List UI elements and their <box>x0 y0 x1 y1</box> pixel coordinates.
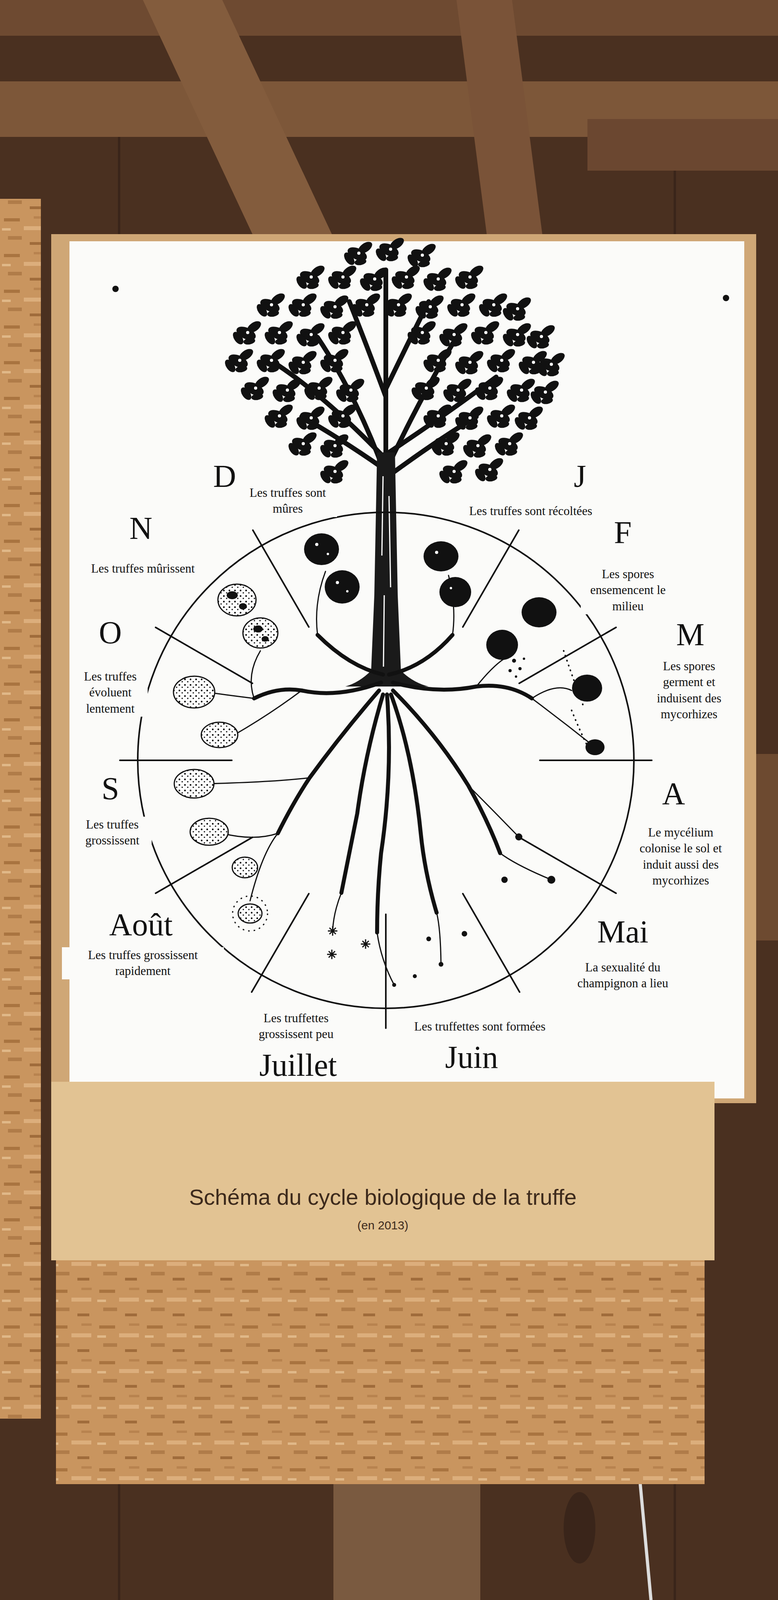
stage-description: Les truffettes sont formées <box>412 1018 548 1035</box>
caption-date: (en 2013) <box>357 1218 409 1233</box>
month-label: F <box>612 515 634 551</box>
month-label: Juin <box>443 1039 500 1075</box>
month-label: Août <box>107 907 175 943</box>
month-label: D <box>211 458 238 494</box>
stage-description: Les truffes sont récoltées <box>467 503 594 520</box>
stage-description: Le mycélium colonise le sol et induit au… <box>627 824 734 889</box>
month-label: Juillet <box>257 1047 339 1083</box>
stage-description: Les truffes grossissent <box>73 816 152 850</box>
stage-description: Les truffes mûrissent <box>89 560 197 577</box>
month-label: Mai <box>595 914 651 950</box>
stage-description: Les truffes grossissent rapidement <box>61 947 224 980</box>
caption-text: Schéma du cycle biologique de la truffe <box>188 1184 577 1211</box>
stage-description: Les truffes sont mûres <box>238 485 338 518</box>
stage-description: Les spores ensemencent le milieu <box>580 566 676 615</box>
month-label: M <box>674 617 706 653</box>
month-label: O <box>97 615 124 651</box>
caption-band: Schéma du cycle biologique de la truffe (… <box>51 1082 715 1261</box>
month-label: J <box>571 458 588 494</box>
stage-description: Les spores germent et induisent des myco… <box>653 658 725 723</box>
month-label: S <box>100 771 122 807</box>
month-label: A <box>660 776 687 812</box>
month-label: N <box>127 510 155 546</box>
stage-description: Les truffettes grossissent peu <box>250 1010 342 1043</box>
stage-description: La sexualité du champignon a lieu <box>553 959 692 992</box>
stage-description: Les truffes évoluent lentement <box>73 668 148 717</box>
